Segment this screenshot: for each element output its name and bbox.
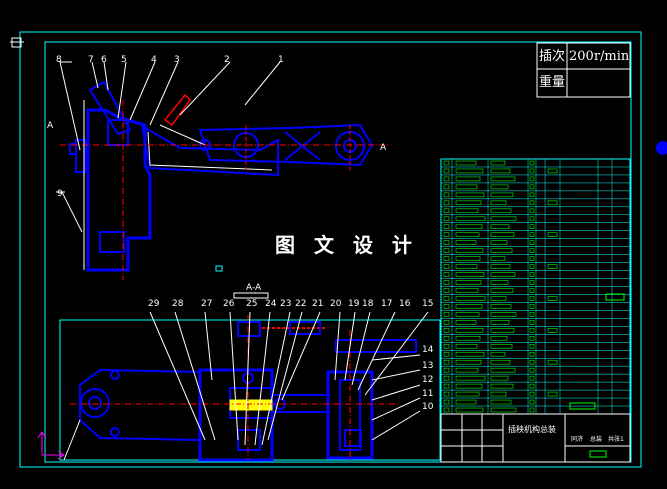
bottom-label-mid: 总装 [590, 435, 602, 443]
callout-top-5: 5 [121, 55, 127, 65]
watermark-text: 图 文 设 计 [275, 233, 418, 257]
right-callouts: 14 13 12 11 10 [422, 345, 434, 412]
callout-left-9: 9 [57, 189, 63, 199]
callout-bottom-26: 26 [223, 299, 235, 309]
callout-bottom-22: 22 [295, 299, 306, 309]
parts-list-table [440, 158, 631, 415]
section-label: A-A [246, 283, 262, 293]
callout-right-14: 14 [422, 345, 434, 355]
callout-right-12: 12 [422, 375, 433, 385]
callout-bottom-15: 15 [422, 299, 433, 309]
weight-label: 重量 [539, 74, 565, 90]
inner-frame [44, 41, 632, 463]
bottom-label-left: 同济 [571, 435, 583, 443]
callout-bottom-16: 16 [399, 299, 411, 309]
callout-bottom-25: 25 [246, 299, 257, 309]
section-mark-right: A [380, 143, 387, 153]
callout-right-11: 11 [422, 389, 433, 399]
callout-right-13: 13 [422, 361, 433, 371]
callout-bottom-21: 21 [312, 299, 323, 309]
callout-top-3: 3 [174, 55, 180, 65]
callout-bottom-24: 24 [265, 299, 277, 309]
callout-bottom-29: 29 [148, 299, 160, 309]
ucs-axis-icon [37, 431, 65, 460]
upper-mechanism-view [56, 61, 390, 280]
callout-top-6: 6 [101, 55, 107, 65]
callout-top-7: 7 [88, 55, 94, 65]
callout-bottom-17: 17 [381, 299, 392, 309]
speed-label: 插次 [539, 48, 565, 64]
callout-right-10: 10 [422, 402, 434, 412]
bottom-label-right: 共张1 [608, 435, 624, 443]
callout-bottom-20: 20 [330, 299, 342, 309]
callout-top-8: 8 [56, 55, 62, 65]
callout-bottom-23: 23 [280, 299, 291, 309]
callout-bottom-27: 27 [201, 299, 212, 309]
callout-top-2: 2 [224, 55, 230, 65]
right-edge-marker-icon [656, 141, 667, 155]
title-block-bottom: 插秧机构总装 同济 总装 共张1 [440, 293, 631, 463]
lower-section-view [59, 311, 441, 462]
speed-value: 200r/min [569, 49, 630, 64]
callout-bottom-28: 28 [172, 299, 184, 309]
title-block-top: 插次 200r/min 重量 [536, 42, 631, 98]
callout-bottom-18: 18 [362, 299, 374, 309]
callout-top-4: 4 [151, 55, 157, 65]
callout-bottom-19: 19 [348, 299, 360, 309]
callout-top-1: 1 [278, 55, 284, 65]
assembly-title: 插秧机构总装 [508, 424, 556, 434]
section-mark-left: A [47, 121, 54, 131]
